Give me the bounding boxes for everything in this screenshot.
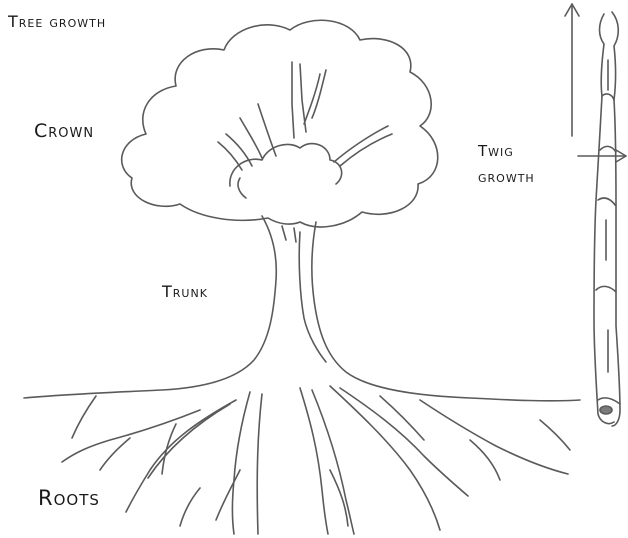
trunk-right-edge — [312, 222, 580, 401]
crown-outline — [122, 20, 438, 227]
sideways-growth-arrow — [578, 150, 626, 162]
inner-foliage — [230, 144, 342, 186]
crown-label: Crown — [34, 122, 94, 141]
trunk-label: Trunk — [162, 284, 208, 300]
diagram-title: Tree growth — [8, 14, 106, 30]
inner-foliage-lump — [238, 178, 246, 198]
upward-growth-arrow — [565, 4, 579, 136]
trunk-left-edge — [24, 216, 276, 398]
roots-label: Roots — [38, 488, 100, 509]
crown-branches — [218, 62, 392, 170]
twig-label-line2: growth — [478, 164, 535, 190]
roots-drawing — [62, 386, 570, 534]
twig-drawing — [594, 12, 620, 426]
trunk-top-mark — [282, 226, 296, 242]
twig-growth-label: Twig growth — [478, 138, 535, 190]
twig-label-line1: Twig — [478, 138, 535, 164]
